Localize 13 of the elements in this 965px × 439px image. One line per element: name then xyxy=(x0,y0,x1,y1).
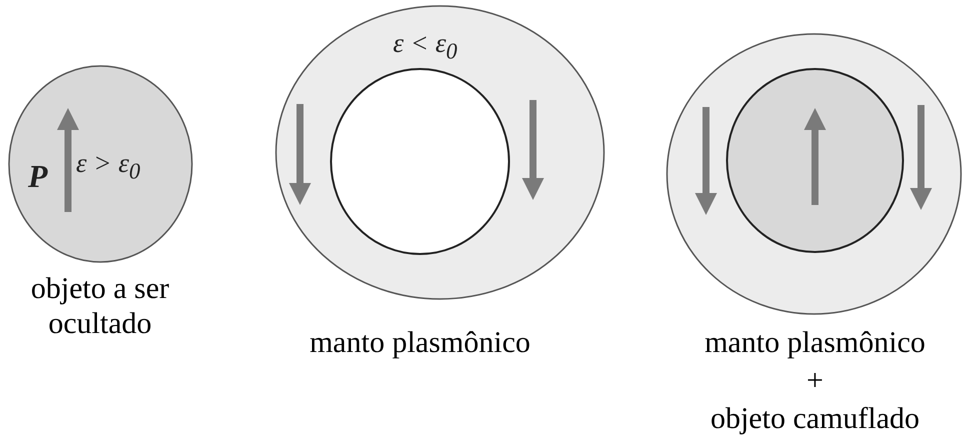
inner-circle xyxy=(330,68,510,255)
object-circle xyxy=(726,68,904,253)
permittivity-label: ε > ε$_{0}$ xyxy=(76,150,140,183)
cloak-shell xyxy=(275,5,605,300)
node-label: objeto camuflado xyxy=(709,404,921,434)
node-label: + xyxy=(806,366,824,396)
node-label: manto plasmônico xyxy=(704,328,926,358)
object-circle xyxy=(8,65,193,263)
node-label: objeto a ser ocultado xyxy=(30,272,170,341)
symbol-label: P xyxy=(28,160,48,192)
node-label: manto plasmônico xyxy=(308,328,532,358)
cloak-shell xyxy=(666,33,962,315)
permittivity-label: ε < ε$_{0}$ xyxy=(393,30,458,63)
